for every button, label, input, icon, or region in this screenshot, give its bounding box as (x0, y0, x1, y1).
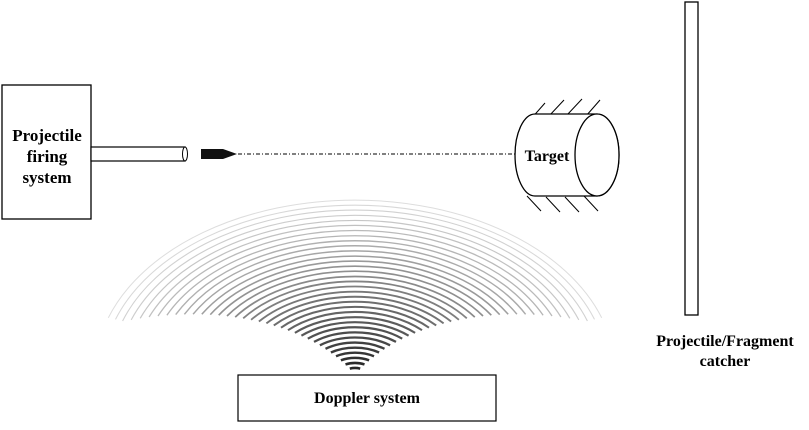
doppler-wave-arc (287, 310, 423, 332)
doppler-wave-arc (313, 331, 397, 343)
doppler-wave-arc (242, 280, 468, 319)
doppler-wave-arc (330, 346, 380, 354)
doppler-wave-arc (107, 199, 603, 319)
doppler-wave-arc (258, 290, 452, 323)
barrel-muzzle (182, 146, 188, 162)
firing-system-box (1, 84, 92, 220)
doppler-wave-arc (273, 300, 437, 327)
doppler-wave-arc (250, 285, 460, 321)
doppler-wave-arc (183, 245, 527, 315)
doppler-wave-arc (166, 235, 544, 316)
doppler-wave-arc (201, 255, 509, 315)
target-label: Target (524, 148, 570, 165)
doppler-wave-arc (175, 240, 535, 316)
doppler-wave-arc (340, 356, 370, 362)
projectile (201, 149, 237, 159)
doppler-wave-arc (345, 361, 365, 366)
doppler-wave-arc (265, 295, 445, 325)
doppler-wave-arc (324, 341, 386, 350)
doppler-wave-arc (122, 209, 588, 322)
doppler-wave-arc (307, 326, 403, 340)
firing-system-label: Projectile firing system (12, 126, 82, 187)
target-cylinder (514, 113, 620, 197)
doppler-wave-arc (139, 219, 571, 319)
doppler-wave-arc (335, 351, 375, 358)
doppler-wave-arc (349, 366, 361, 370)
catcher-label: Projectile/Fragment catcher (656, 333, 794, 370)
doppler-wave-arc (280, 305, 430, 329)
doppler-wave-arc (115, 204, 595, 320)
doppler-wave-arc (218, 265, 492, 316)
doppler-waves (107, 199, 603, 370)
doppler-wave-arc (319, 336, 391, 347)
gun-barrel (90, 146, 186, 162)
doppler-wave-arc (157, 229, 553, 317)
doppler-system-label: Doppler system (314, 390, 420, 407)
doppler-wave-arc (130, 214, 580, 321)
doppler-wave-arc (294, 316, 416, 334)
doppler-wave-arc (209, 260, 501, 316)
doppler-wave-arc (300, 321, 410, 337)
doppler-wave-arc (148, 224, 562, 318)
doppler-wave-arc (234, 275, 476, 318)
catcher-plate (684, 1, 699, 316)
doppler-wave-arc (226, 270, 484, 317)
doppler-wave-arc (192, 250, 518, 315)
doppler-system-box (237, 374, 497, 422)
